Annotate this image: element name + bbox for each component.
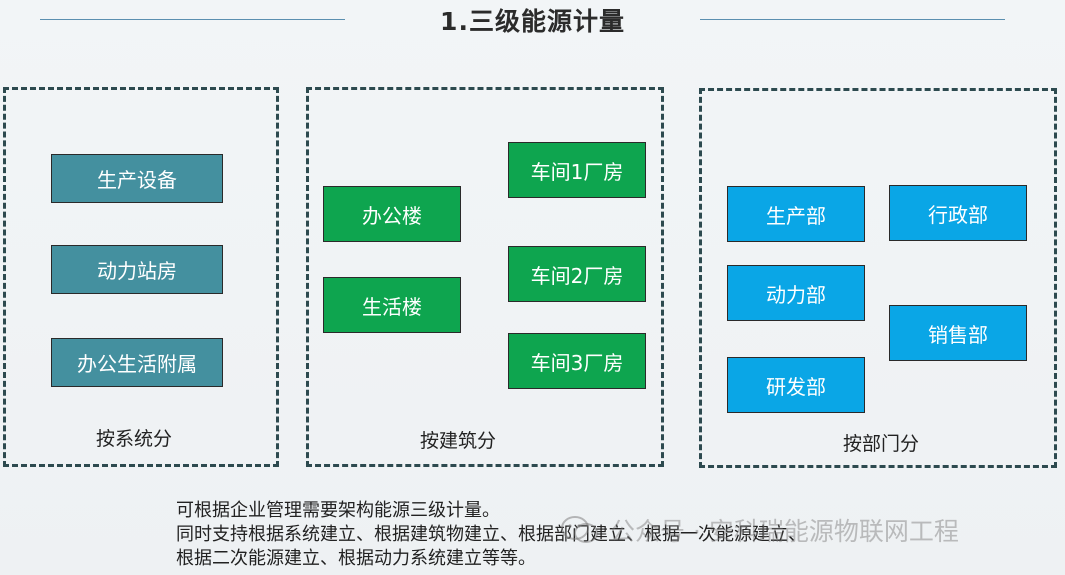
department-item-power: 动力部	[727, 265, 865, 321]
watermark: 公众号 · 安科瑞能源物联网工程	[560, 512, 959, 548]
group-label-building: 按建筑分	[420, 430, 497, 452]
department-item-rnd: 研发部	[727, 357, 865, 413]
page-title: 1.三级能源计量	[440, 7, 625, 36]
footer-line-1: 可根据企业管理需要架构能源三级计量。	[176, 500, 500, 521]
title-right-rule	[700, 19, 1005, 20]
group-by-department	[699, 88, 1057, 468]
group-by-building	[306, 87, 664, 467]
group-label-system: 按系统分	[96, 428, 173, 450]
title-left-rule	[40, 19, 345, 20]
group-label-department: 按部门分	[843, 433, 920, 455]
building-item-workshop-3: 车间3厂房	[508, 333, 646, 389]
department-item-admin: 行政部	[889, 185, 1027, 241]
building-item-workshop-1: 车间1厂房	[508, 142, 646, 198]
footer-line-2: 同时支持根据系统建立、根据建筑物建立、根据部门建立、根据一次能源建立、	[176, 524, 806, 545]
building-item-workshop-2: 车间2厂房	[508, 246, 646, 302]
building-item-living: 生活楼	[323, 277, 461, 333]
system-item-production-equipment: 生产设备	[51, 154, 223, 203]
wechat-icon	[561, 516, 598, 543]
department-item-sales: 销售部	[889, 305, 1027, 361]
building-item-office: 办公楼	[323, 186, 461, 242]
watermark-text: 公众号 · 安科瑞能源物联网工程	[610, 517, 959, 546]
department-item-production: 生产部	[727, 186, 865, 242]
system-item-power-station: 动力站房	[51, 245, 223, 294]
footer-line-3: 根据二次能源建立、根据动力系统建立等等。	[176, 548, 536, 569]
group-by-system	[3, 87, 279, 467]
system-item-office-living: 办公生活附属	[51, 338, 223, 387]
